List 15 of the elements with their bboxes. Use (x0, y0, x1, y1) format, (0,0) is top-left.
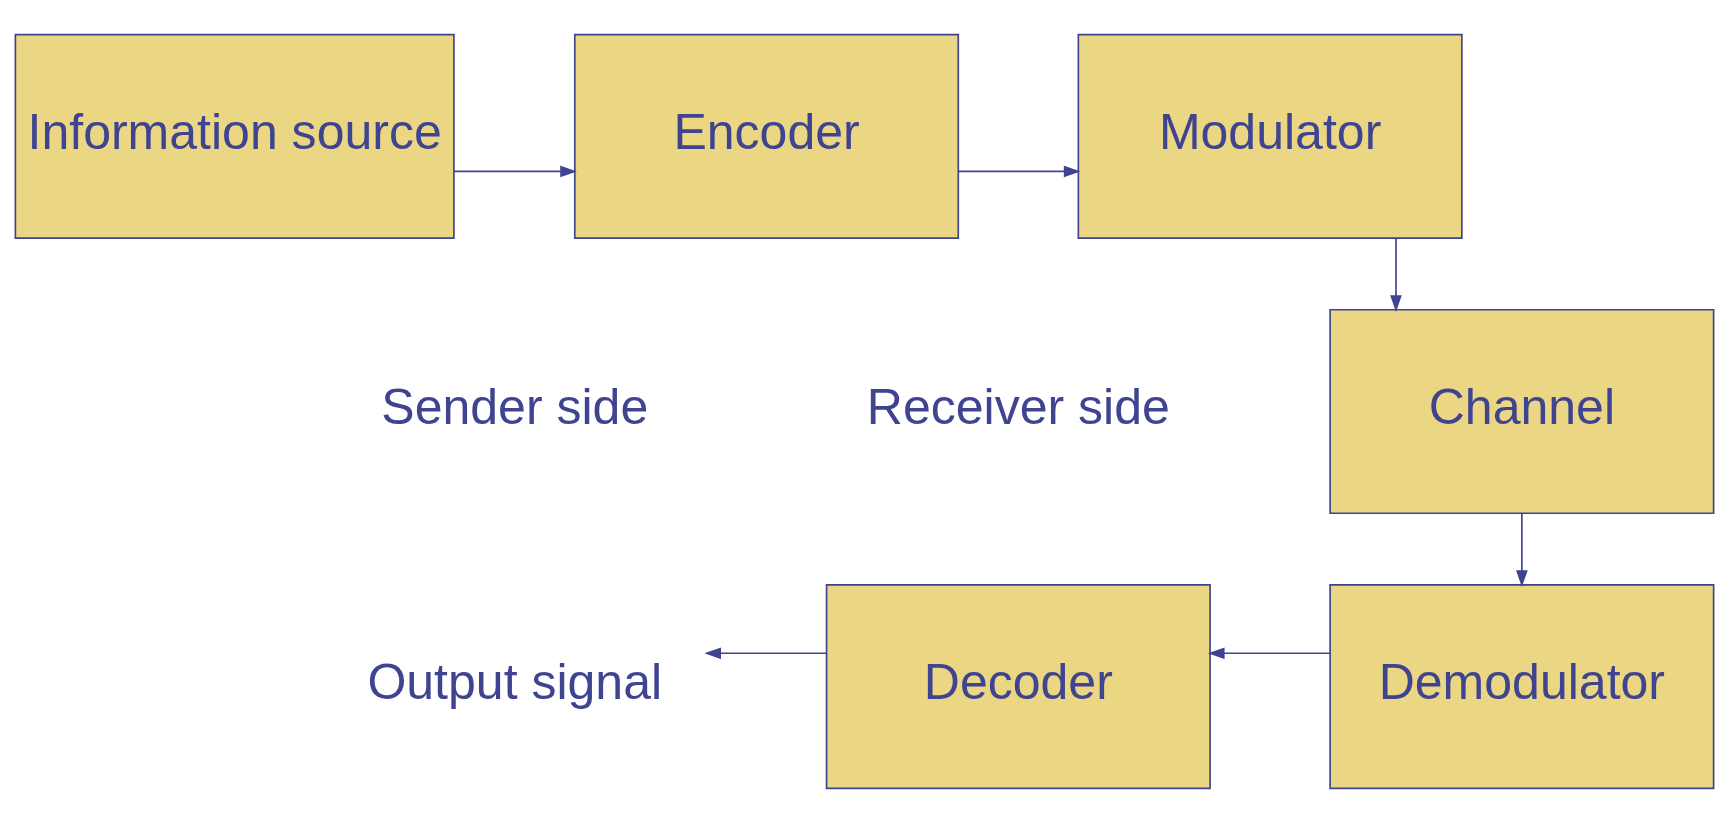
arrow (1516, 513, 1528, 588)
node-text: Output signal (367, 654, 663, 711)
arrow (1390, 238, 1402, 312)
node-box: Demodulator (1329, 584, 1715, 790)
node-box: Encoder (573, 33, 960, 239)
node-box: Modulator (1077, 33, 1463, 239)
arrow (704, 647, 828, 660)
arrow (957, 165, 1081, 178)
arrow (453, 165, 577, 178)
node-box: Channel (1329, 308, 1715, 515)
label: Sender side (381, 379, 649, 436)
label: Receiver side (866, 379, 1170, 436)
node-box: Decoder (825, 584, 1211, 790)
arrow (1207, 647, 1331, 660)
node-box: Information source (14, 33, 455, 239)
